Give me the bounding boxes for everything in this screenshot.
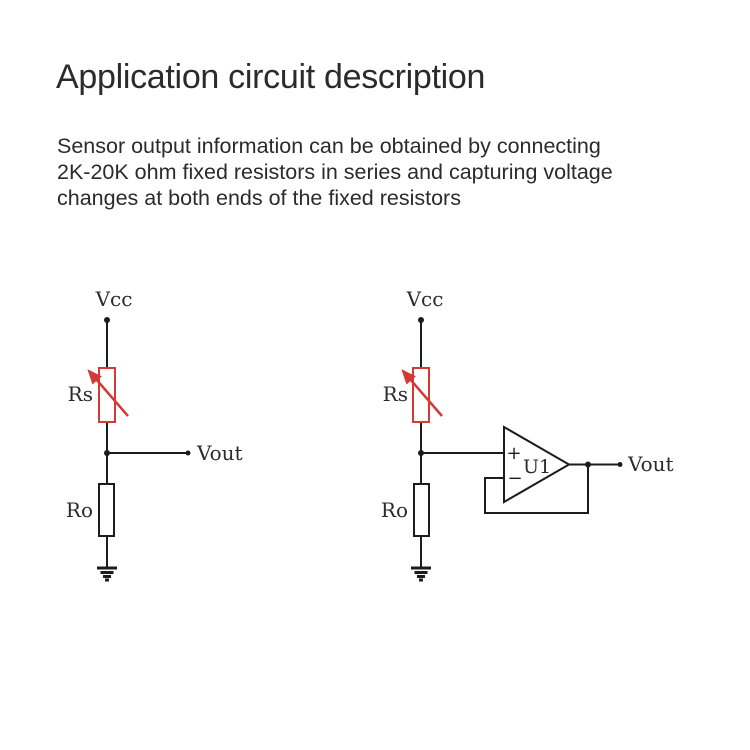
opamp-triangle [503,425,572,504]
description-line: changes at both ends of the fixed resist… [57,186,461,210]
feedback-wire [484,464,589,514]
ro-label: Ro [66,498,93,522]
ro-label: Ro [381,498,408,522]
opamp-plus-input-label: + [506,443,521,464]
buffered-divider-circuit: Vcc Rs Ro + − U1 Vout [381,287,674,582]
rs-label: Rs [383,382,408,406]
vout-terminal-dot [617,462,623,467]
vcc-label: Vcc [406,287,444,311]
vcc-label: Vcc [95,287,133,311]
page-title: Application circuit description [56,58,486,96]
rs-resistor [412,367,430,423]
ro-resistor [98,483,115,537]
opamp-minus-input-label: − [507,468,522,489]
vout-label: Vout [627,452,674,476]
opamp-designator-label: U1 [523,456,551,478]
description: Sensor output information can be obtaine… [57,133,613,211]
variable-arrow-icon [401,369,443,417]
ro-resistor [413,483,430,537]
feedback-junction-dot [585,461,591,468]
rs-resistor [98,367,116,423]
vout-label: Vout [196,441,243,465]
variable-arrow-icon [87,369,129,417]
description-line: Sensor output information can be obtaine… [57,134,601,158]
vout-terminal-dot [185,450,191,456]
description-line: 2K-20K ohm fixed resistors in series and… [57,160,613,184]
ground-icon [411,566,431,582]
ground-icon [97,566,117,582]
voltage-divider-circuit: Vcc Rs Vout Ro [66,287,243,582]
rs-label: Rs [68,382,93,406]
